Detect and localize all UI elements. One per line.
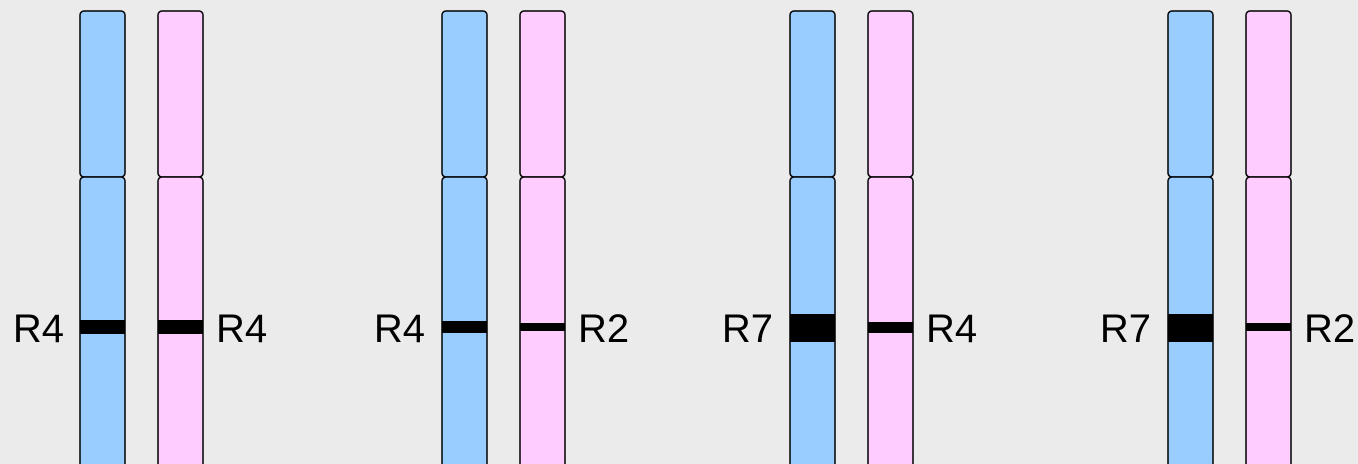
chromosome-upper-arm xyxy=(1167,10,1214,178)
chromosome-lower-arm xyxy=(441,176,488,464)
band-marker xyxy=(790,314,835,342)
band-marker xyxy=(80,320,125,334)
right-allele-label: R4 xyxy=(926,307,977,351)
band-marker xyxy=(520,323,565,331)
chromosome-upper-arm xyxy=(79,10,126,178)
maternal-chromosome-1 xyxy=(79,10,126,464)
chromosome-pair-1: R4 R4 xyxy=(13,10,267,464)
chromosome-upper-arm xyxy=(441,10,488,178)
right-allele-label: R2 xyxy=(1304,307,1355,351)
chromosome-upper-arm xyxy=(867,10,914,178)
right-allele-label: R2 xyxy=(578,307,629,351)
left-allele-label: R4 xyxy=(374,307,425,351)
paternal-chromosome-3 xyxy=(867,10,914,464)
paternal-chromosome-4 xyxy=(1245,10,1292,464)
maternal-chromosome-4 xyxy=(1167,10,1214,464)
right-allele-label: R4 xyxy=(216,307,267,351)
band-marker xyxy=(1168,314,1213,342)
paternal-chromosome-1 xyxy=(157,10,204,464)
band-marker xyxy=(868,322,913,333)
chromosome-pair-4: R7 R2 xyxy=(1100,10,1355,464)
left-allele-label: R4 xyxy=(13,307,64,351)
chromosome-lower-arm xyxy=(519,176,566,464)
chromosome-upper-arm xyxy=(1245,10,1292,178)
chromosome-pair-2: R4 R2 xyxy=(374,10,629,464)
chromosome-upper-arm xyxy=(519,10,566,178)
chromosome-lower-arm xyxy=(1245,176,1292,464)
band-marker xyxy=(1246,323,1291,331)
maternal-chromosome-3 xyxy=(789,10,836,464)
paternal-chromosome-2 xyxy=(519,10,566,464)
band-marker xyxy=(442,321,487,333)
chromosome-upper-arm xyxy=(789,10,836,178)
maternal-chromosome-2 xyxy=(441,10,488,464)
chromosome-pair-3: R7 R4 xyxy=(722,10,977,464)
chromosome-lower-arm xyxy=(867,176,914,464)
left-allele-label: R7 xyxy=(1100,307,1151,351)
band-marker xyxy=(158,320,203,334)
left-allele-label: R7 xyxy=(722,307,773,351)
chromosome-upper-arm xyxy=(157,10,204,178)
